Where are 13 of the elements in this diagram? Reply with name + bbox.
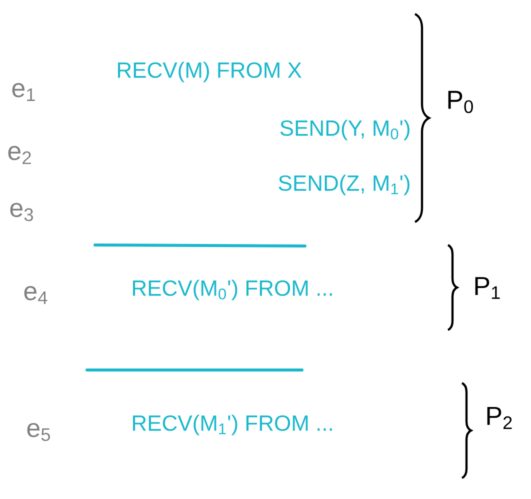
event-label: e$_{1}$	[12, 83, 35, 101]
operation-text: RECV(M$_{0}$') FROM ...	[133, 280, 332, 300]
process-label: P$_{2}$	[487, 406, 512, 429]
event-label: e$_{3}$	[10, 202, 33, 222]
operation-text: SEND(Z, M$_{1}$')	[278, 174, 410, 196]
operation-text: SEND(Y, M$_{0}$')	[280, 120, 410, 140]
operation-text: RECV(M) FROM X	[118, 62, 302, 82]
event-label: e$_{4}$	[24, 286, 48, 304]
process-label: P$_{0}$	[448, 90, 473, 114]
event-label: e$_{2}$	[8, 146, 31, 164]
process-label: P$_{1}$	[475, 277, 500, 299]
operation-text: RECV(M$_{1}$') FROM ...	[133, 414, 332, 436]
event-label: e$_{5}$	[27, 422, 50, 442]
